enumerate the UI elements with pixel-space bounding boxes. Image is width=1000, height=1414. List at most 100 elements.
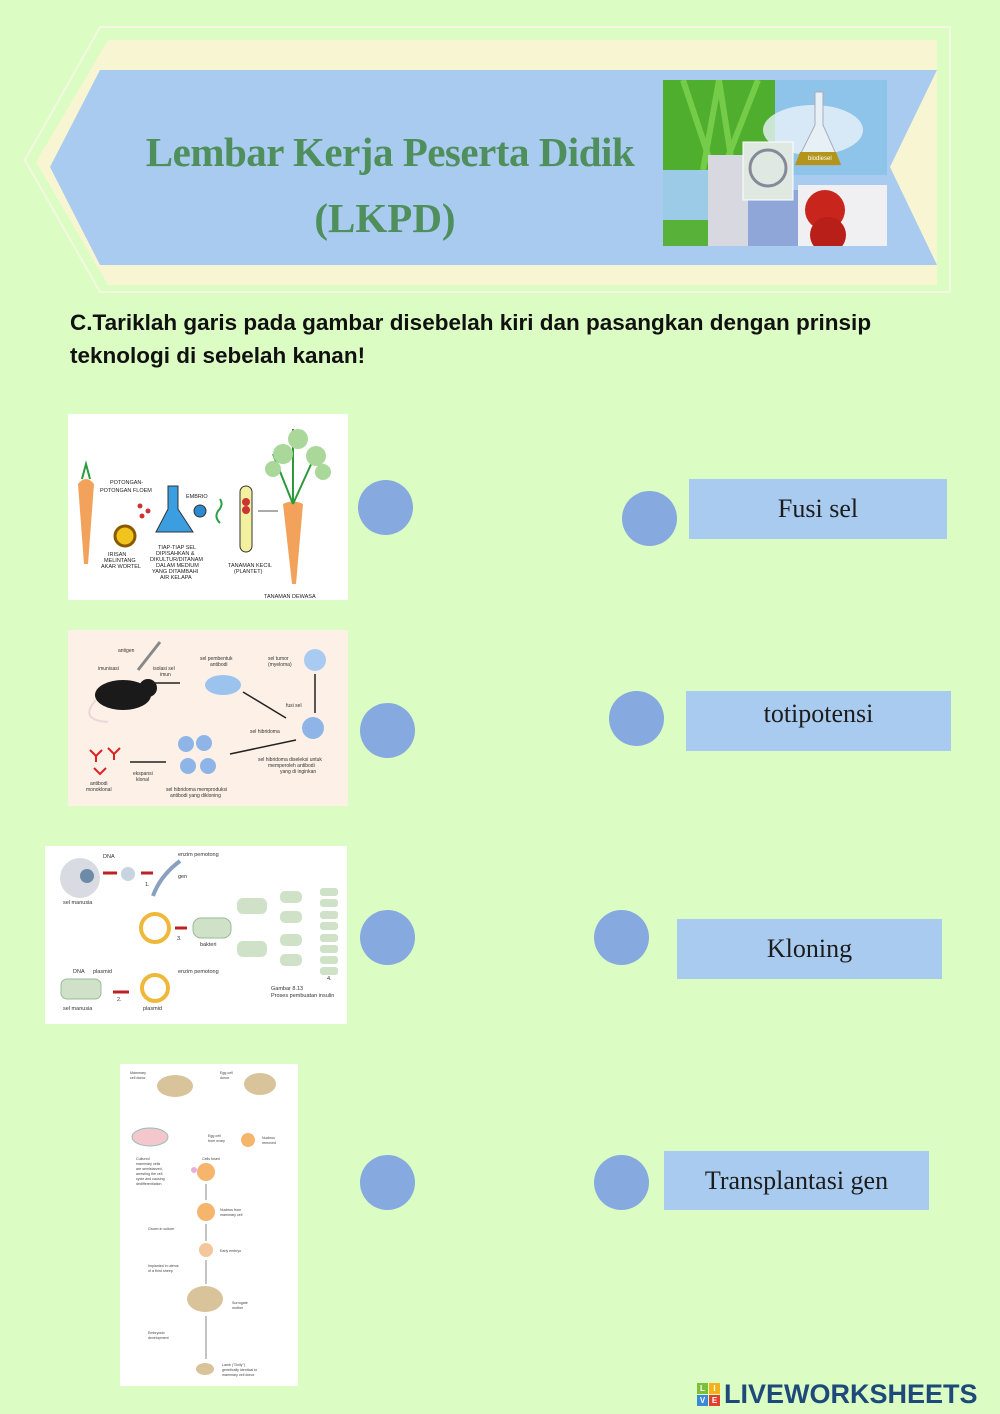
image-label: sel tumor [268,656,289,662]
image-label: antibodi [90,781,108,787]
image-label: of a third sheep [148,1269,173,1273]
image-label: Implanted in uterus [148,1264,179,1268]
image-label: arresting the cell [136,1172,163,1176]
image-label: DIKULTUR/DITANAM [150,557,203,563]
image-label: sel hibridoma [250,729,280,735]
logo-letter: E [709,1394,720,1406]
image-label: isolasi sel [153,666,175,672]
image-label: Gambar 8.13 [271,986,303,992]
image-label: IRISAN [108,552,126,558]
image-label: are semistarved, [136,1167,163,1171]
tissue-culture-image: POTONGAN- POTONGAN FLOEM EMBRIO IRISAN M… [68,414,348,600]
image-label: 1. [145,882,150,888]
image-label: POTONGAN FLOEM [100,488,152,494]
page-subtitle: (LKPD) [314,195,456,241]
image-label: development [148,1336,169,1340]
image-label: EMBRIO [186,494,208,500]
image-label: mammary cell [220,1213,243,1217]
image-label: plasmid [93,969,112,975]
image-label: Nucleus from [220,1208,241,1212]
image-label: sel hibridoma memproduksi [166,787,227,793]
right-match-dot-3[interactable] [594,910,649,965]
right-match-dot-2[interactable] [609,691,664,746]
logo-letter: L [697,1382,708,1394]
image-label: Grown in culture [148,1227,174,1231]
image-label: Egg cell [220,1071,233,1075]
collage-label: biodiesel [808,156,832,162]
image-label: imun [160,672,171,678]
image-label: Embryonic [148,1331,165,1335]
image-label: TANAMAN KECIL [228,563,272,569]
image-label: sel hibridoma diseleksi untuk [258,757,322,763]
left-match-dot-1[interactable] [358,480,413,535]
image-label: cell donor [130,1076,146,1080]
image-label: 4. [327,976,332,982]
image-label: enzim pemotong [178,852,219,858]
image-label: antibodi [210,662,228,668]
image-label: Surrogate [232,1301,248,1305]
image-label: MELINTANG [104,558,136,564]
image-label: Early embryo [220,1249,241,1253]
image-label: (PLANTET) [234,569,263,575]
left-match-dot-4[interactable] [360,1155,415,1210]
option-fusi-sel[interactable]: Fusi sel [689,479,947,539]
image-label: Egg cell [208,1134,221,1138]
liveworksheets-logo: L I V E LIVEWORKSHEETS [697,1378,978,1410]
instruction-text: C.Tariklah garis pada gambar disebelah k… [70,310,872,368]
image-label: fusi sel [286,703,302,709]
option-kloning[interactable]: Kloning [677,919,942,979]
image-label: mammary cell donor [222,1373,255,1377]
image-label: Mammary [130,1071,146,1075]
image-label: sel pembentuk [200,656,233,662]
image-label: TIAP-TIAP SEL [158,545,196,551]
logo-letter: I [709,1382,720,1394]
image-label: genetically identical to [222,1368,257,1372]
page-title: Lembar Kerja Peserta Didik [145,129,635,175]
image-label: plasmid [143,1006,162,1012]
logo-letter: V [697,1394,708,1406]
right-match-dot-1[interactable] [622,491,677,546]
image-label: memperoleh antibodi [268,763,315,769]
image-label: YANG DITAMBAHI [152,569,199,575]
image-label: from ovary [208,1139,225,1143]
image-label: 2. [117,997,122,1003]
image-label: Cells fused [202,1157,220,1161]
image-label: enzim pemotong [178,969,219,975]
image-label: TANAMAN DEWASA [264,594,316,600]
image-label: gen [178,874,187,880]
image-label: (myeloma) [268,662,292,668]
image-label: DNA [73,969,85,975]
image-label: DALAM MEDIUM [156,563,199,569]
image-label: sel manusia [63,900,93,906]
image-label: Proses pembuatan insulin [271,993,334,999]
image-label: sel manusia [63,1006,93,1012]
image-label: AKAR WORTEL [101,564,141,570]
image-label: donor [220,1076,230,1080]
option-transplantasi-gen[interactable]: Transplantasi gen [664,1151,929,1210]
image-label: yang di inginkan [280,769,316,775]
left-match-dot-2[interactable] [360,703,415,758]
live-logo-icon: L I V E [697,1382,720,1406]
dolly-cloning-image: Mammary cell donor Egg cell donor Egg ce… [120,1064,298,1386]
image-label: 3. [177,936,182,942]
image-label: DNA [103,854,115,860]
image-label: mother [232,1306,244,1310]
left-match-dot-3[interactable] [360,910,415,965]
image-label: Lamb ("Dolly") [222,1363,245,1367]
image-label: bakteri [200,942,217,948]
image-label: DIPISAHKAN & [156,551,195,557]
image-label: Cultured [136,1157,150,1161]
image-label: monoklonal [86,787,112,793]
biotech-photo-collage: biodiesel [663,80,887,246]
right-match-dot-4[interactable] [594,1155,649,1210]
image-label: Nucleus [262,1136,275,1140]
image-label: antibodi yang dikloning [170,793,221,799]
image-label: cycle and causing [136,1177,165,1181]
image-label: imunisasi [98,666,119,672]
brand-name: LIVEWORKSHEETS [724,1378,978,1409]
image-label: antigen [118,648,135,654]
image-label: dedifferentiation [136,1182,162,1186]
option-totipotensi[interactable]: totipotensi [686,691,951,751]
image-label: removed [262,1141,276,1145]
image-label: mammary cells [136,1162,160,1166]
